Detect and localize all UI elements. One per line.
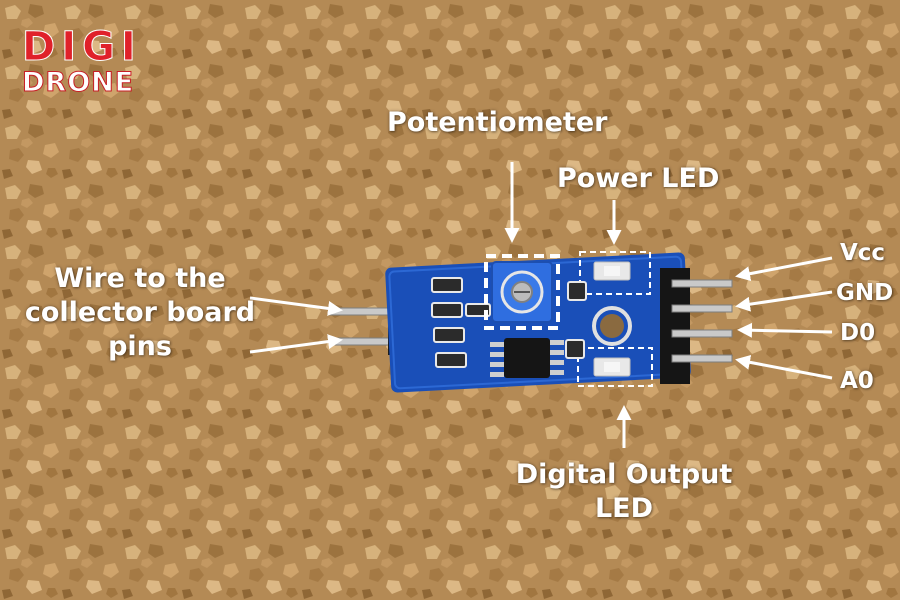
arrow-a0: [735, 354, 833, 380]
smd-resistor: [433, 327, 465, 343]
smd-resistor: [431, 277, 463, 293]
power-led-highlight-box: [579, 251, 651, 295]
smd-resistor: [435, 352, 467, 368]
sensor-module-board: [385, 251, 733, 393]
label-digital-output-led: Digital Output LED: [494, 458, 754, 526]
label-d0: D0: [840, 320, 876, 346]
label-wire-to-collector: Wire to the collector board pins: [20, 262, 260, 364]
label-digital-line-2: LED: [594, 493, 654, 524]
arrow-gnd: [735, 290, 833, 312]
smd-resistor: [567, 281, 587, 301]
label-wire-line-1: Wire to the: [54, 263, 226, 294]
arrow-vcc: [735, 256, 833, 282]
arrow-wire-bottom: [249, 334, 343, 354]
label-vcc: Vcc: [840, 240, 886, 266]
smd-resistor: [431, 302, 463, 318]
comparator-chip: [504, 338, 550, 378]
label-power-led: Power LED: [557, 163, 720, 194]
logo-text-drone: DRONE: [22, 67, 135, 98]
potentiometer-highlight-box: [484, 254, 560, 330]
arrow-wire-top: [249, 296, 343, 316]
label-gnd: GND: [836, 280, 894, 306]
label-wire-line-3: pins: [108, 331, 172, 362]
label-digital-line-1: Digital Output: [515, 459, 733, 490]
arrow-d0: [737, 322, 833, 338]
digital-output-led-highlight-box: [577, 347, 653, 387]
label-a0: A0: [840, 368, 874, 394]
logo-text-digi: DIGI: [22, 24, 142, 70]
label-potentiometer: Potentiometer: [387, 107, 608, 138]
annotation-arrows: [249, 162, 833, 448]
digidrone-logo: DIGI DRONE: [22, 24, 157, 99]
label-wire-line-2: collector board: [24, 297, 256, 328]
smd-resistor: [565, 339, 585, 359]
